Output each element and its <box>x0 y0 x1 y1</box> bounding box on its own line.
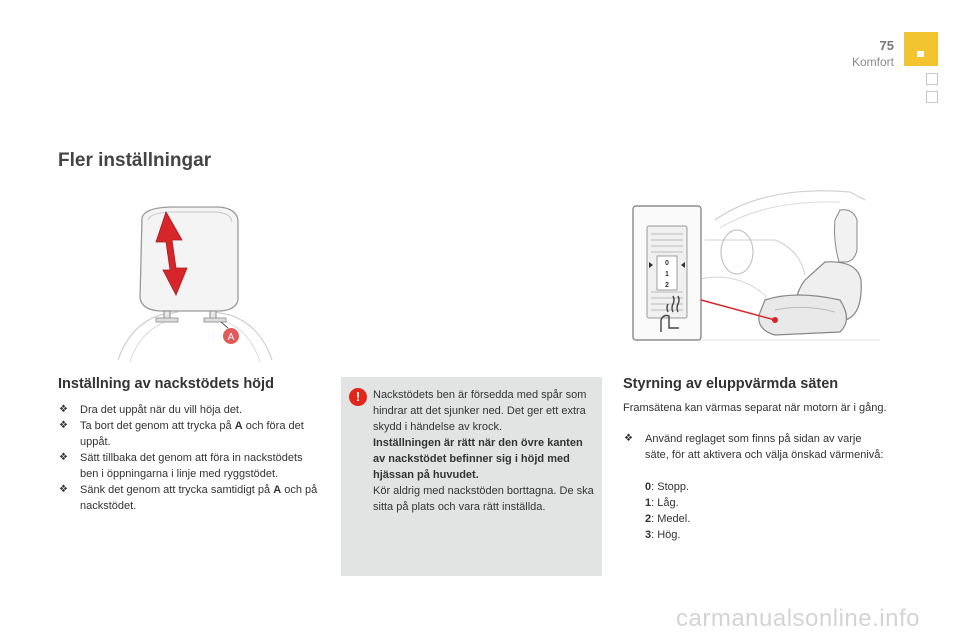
warning-text: Nackstödets ben är försedda med spår som… <box>373 387 595 515</box>
dial-label: 2 <box>665 282 669 289</box>
warning-paragraph: Nackstödets ben är försedda med spår som… <box>373 389 587 433</box>
list-item: ❖Sänk det genom att trycka samtidigt på … <box>59 484 318 512</box>
warning-bold-paragraph: Inställningen är rätt när den övre kante… <box>373 437 583 481</box>
warning-box <box>341 377 602 576</box>
list-item: ❖Dra det uppåt när du vill höja det. <box>59 404 243 416</box>
checkbox-bullet-icon: ❖ <box>59 452 68 463</box>
list-item: ❖Ta bort det genom att trycka på A och f… <box>59 420 304 448</box>
chapter-tab[interactable] <box>926 73 938 85</box>
dial-label: 0 <box>665 260 669 267</box>
heat-levels: 0: Stopp. 1: Låg. 2: Medel. 3: Hög. <box>645 479 690 543</box>
headrest-illustration: A <box>117 206 273 363</box>
headrest-section-title: Inställning av nackstödets höjd <box>58 376 274 392</box>
heated-seats-instructions: ❖Använd reglaget som finns på sidan av v… <box>623 431 888 463</box>
callout-a-label: A <box>228 332 235 343</box>
heat-level-item: 2: Medel. <box>645 513 691 525</box>
heat-level-item: 1: Låg. <box>645 497 679 509</box>
watermark: carmanualsonline.info <box>676 605 920 632</box>
heat-level-item: 3: Hög. <box>645 529 681 541</box>
dial-label: 1 <box>665 271 669 278</box>
page-title: Fler inställningar <box>58 150 212 171</box>
chapter-title: Komfort <box>851 55 894 69</box>
list-item: ❖Sätt tillbaka det genom att föra in nac… <box>59 452 303 480</box>
chapter-tab[interactable] <box>926 91 938 103</box>
checkbox-bullet-icon: ❖ <box>59 420 68 431</box>
heated-seats-title: Styrning av eluppvärmda säten <box>623 376 839 392</box>
list-item: ❖Använd reglaget som finns på sidan av v… <box>624 433 884 461</box>
heat-level-item: 0: Stopp. <box>645 481 690 493</box>
checkbox-bullet-icon: ❖ <box>59 484 68 495</box>
headrest-instructions: ❖Dra det uppåt när du vill höja det. ❖Ta… <box>58 402 318 514</box>
chapter-tab-active[interactable] <box>904 32 938 66</box>
heated-seat-illustration: 0 1 2 <box>632 190 880 341</box>
warning-paragraph: Kör aldrig med nackstöden borttagna. De … <box>373 485 594 513</box>
checkbox-bullet-icon: ❖ <box>59 404 68 415</box>
heated-seats-intro: Framsätena kan värmas separat när motorn… <box>623 402 887 414</box>
page-number: 75 <box>879 38 894 53</box>
heated-seat-icon <box>660 295 680 332</box>
exclamation-icon: ! <box>349 388 367 406</box>
checkbox-bullet-icon: ❖ <box>624 433 633 444</box>
tab-marker <box>917 51 924 57</box>
